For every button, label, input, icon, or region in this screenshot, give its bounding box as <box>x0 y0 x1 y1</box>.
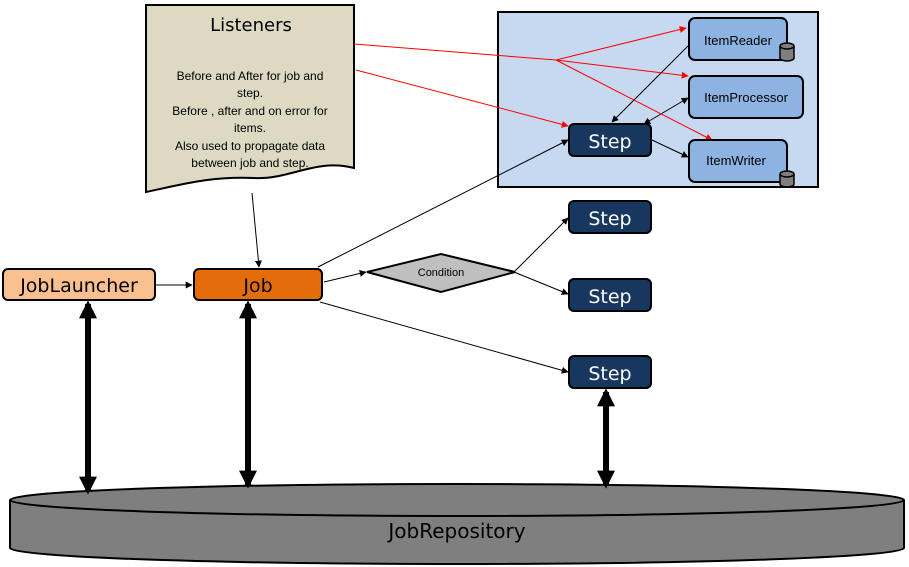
listener-to-step-arrow <box>355 69 569 128</box>
item-writer-label: ItemWriter <box>706 153 766 168</box>
item-reader-database-icon <box>779 42 795 62</box>
step-middle-label: Step <box>588 286 631 308</box>
listener-upper-line <box>353 43 557 61</box>
listeners-line-4: items. <box>234 121 266 135</box>
step-upper-box <box>568 200 652 234</box>
reader-to-step-arrow <box>611 39 695 123</box>
job-to-lower-step-arrow <box>319 301 569 374</box>
job-to-main-step-arrow <box>317 139 569 268</box>
condition-to-middle-step-arrow <box>513 271 569 295</box>
condition-diamond <box>366 252 516 294</box>
condition-label: Condition <box>418 267 464 279</box>
step-main-label: Step <box>588 131 631 153</box>
item-processor-label: ItemProcessor <box>704 90 788 105</box>
job-repository-cylinder <box>9 483 905 565</box>
item-writer-database-icon <box>779 170 795 188</box>
item-reader-label: ItemReader <box>704 33 773 48</box>
listener-to-processor-arrow <box>555 59 689 79</box>
step-upper-label: Step <box>588 208 631 230</box>
listeners-line-6: between job and step. <box>191 156 308 170</box>
job-repository-label: JobRepository <box>386 519 525 543</box>
listener-to-writer-arrow <box>555 59 713 141</box>
listeners-document <box>145 4 355 194</box>
item-reader-box <box>688 17 788 61</box>
listeners-line-2: step. <box>237 86 263 100</box>
listener-to-reader-arrow <box>555 26 687 61</box>
listeners-to-job-arrow <box>251 192 262 268</box>
listeners-line-5: Also used to propagate data <box>175 139 325 153</box>
step-middle-box <box>568 278 652 312</box>
listeners-title: Listeners <box>210 15 292 36</box>
step-main-box <box>568 123 652 157</box>
listeners-line-3: Before , after and on error for <box>172 104 327 118</box>
job-to-condition-arrow <box>323 270 367 283</box>
job-label: Job <box>242 275 272 297</box>
job-launcher-box <box>2 268 156 301</box>
item-writer-box <box>688 139 788 183</box>
step-processor-arrow <box>643 97 689 125</box>
item-processor-box <box>688 75 804 119</box>
step-to-writer-arrow <box>651 139 689 158</box>
listeners-line-1: Before and After for job and <box>177 69 324 83</box>
condition-to-upper-step-arrow <box>513 217 569 273</box>
step-lower-box <box>568 355 652 389</box>
step-lower-label: Step <box>588 363 631 385</box>
job-box <box>193 268 323 301</box>
job-launcher-label: JobLauncher <box>19 275 138 297</box>
